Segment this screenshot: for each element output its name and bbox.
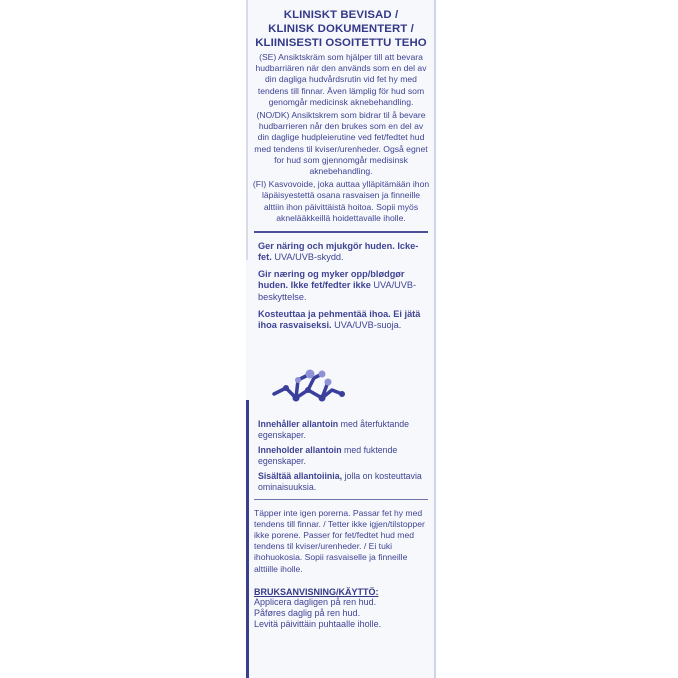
ingredient-se: Innehåller allantoin med återfuktande eg… [258,419,430,441]
panel-accent-stripe [246,400,249,678]
ingredient-no: Inneholder allantoin med fuktende egensk… [258,445,430,467]
panel-edge [434,0,436,678]
benefit-bold: Kosteuttaa ja pehmentää ihoa. Ei jätä ih… [258,309,421,331]
benefit-fi: Kosteuttaa ja pehmentää ihoa. Ei jätä ih… [258,309,430,332]
ingredient-rest: med återfuktande egenskaper. [258,418,410,440]
heading-line: KLIINISESTI OSOITETTU TEHO [255,37,427,49]
heading-line: KLINISK DOKUMENTERT / [268,23,414,35]
ingredient-fi: Sisältää allantoiinia, jolla on kosteutt… [258,471,430,493]
section-divider [254,498,428,500]
benefit-bold: Gir næring og myker opp/blødgør huden. I… [258,269,405,291]
ingredient-rest: jolla on kosteuttavia ominaisuuksia. [258,470,422,492]
description-se: (SE) Ansiktskräm som hjälper till att be… [255,52,427,107]
benefit-bold: Ger näring och mjukgör huden. Icke-fet. [258,240,419,262]
benefit-rest: UVA/UVB-suoja. [331,320,402,331]
description-no-dk: (NO/DK) Ansiktskrem som bidrar til å bev… [254,110,428,177]
benefit-rest: UVA/UVB-skydd. [271,251,344,262]
section-divider [254,231,428,233]
usage-line-fi: Levitä päivittäin puhtaalle iholle. [254,619,382,630]
benefit-se: Ger näring och mjukgör huden. Icke-fet. … [258,241,430,264]
ingredient-rest: med fuktende egenskaper. [258,444,398,466]
description-fi: (FI) Kasvovoide, joka auttaa ylläpitämää… [252,179,430,223]
ingredient-bold: Inneholder allantoin [258,444,342,455]
usage-line-no: Påføres daglig på ren hud. [254,608,361,619]
ingredient-bold: Sisältää allantoiinia, [258,470,343,481]
pores-text: Täpper inte igen porerna. Passar fet hy … [254,507,425,574]
panel-edge [246,0,248,260]
usage-line-se: Applicera dagligen på ren hud. [254,596,377,607]
label-panel [246,0,436,678]
label-content: KLINISKT BEVISAD / KLINISK DOKUMENTERT /… [252,8,430,630]
benefit-no: Gir næring og myker opp/blødgør huden. I… [258,269,430,303]
heading-line: KLINISKT BEVISAD / [283,9,399,21]
ingredient-bold: Innehåller allantoin [258,418,339,429]
benefit-rest: UVA/UVB-beskyttelse. [258,280,417,302]
molecule-icon [272,369,345,402]
clinical-heading: KLINISKT BEVISAD / KLINISK DOKUMENTERT /… [252,8,430,50]
usage-title: BRUKSANVISNING/KÄYTTÖ: [254,586,379,597]
